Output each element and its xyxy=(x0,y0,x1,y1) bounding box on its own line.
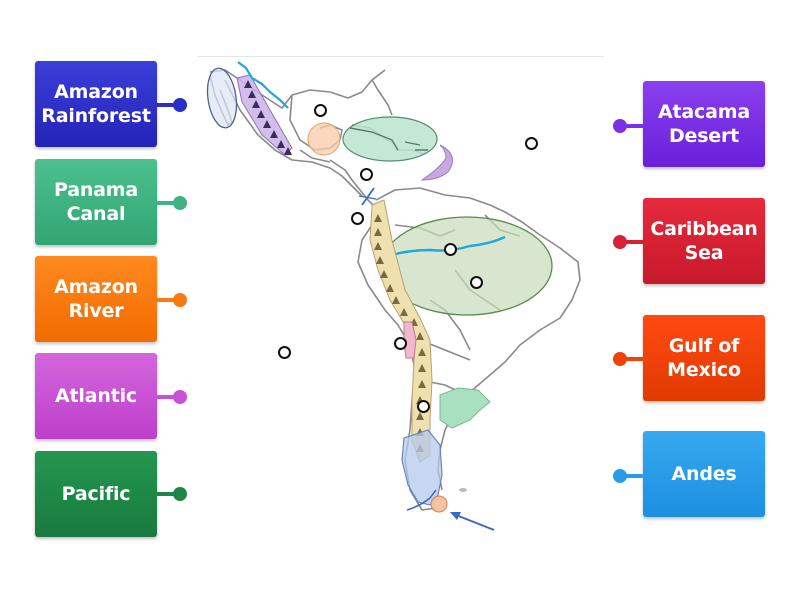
label-pacific[interactable]: Pacific xyxy=(35,451,157,537)
latin-america-map xyxy=(206,61,581,531)
label-text: Caribbean Sea xyxy=(650,218,758,264)
connector-dot xyxy=(613,235,627,249)
label-gulf-of-mexico[interactable]: Gulf of Mexico xyxy=(643,315,765,401)
drop-target-6[interactable] xyxy=(470,276,483,289)
label-amazon-river[interactable]: Amazon River xyxy=(35,256,157,342)
map-border xyxy=(197,56,604,57)
connector-dot xyxy=(613,352,627,366)
connector-line xyxy=(157,298,177,302)
connector-line xyxy=(623,240,643,244)
label-text: Amazon River xyxy=(54,276,138,322)
label-text: Atlantic xyxy=(55,385,137,407)
drop-target-7[interactable] xyxy=(278,346,291,359)
drop-target-2[interactable] xyxy=(525,137,538,150)
connector-line xyxy=(157,492,177,496)
connector-line xyxy=(157,201,177,205)
label-text: Andes xyxy=(671,463,737,485)
label-atacama-desert[interactable]: Atacama Desert xyxy=(643,81,765,167)
drop-target-5[interactable] xyxy=(444,243,457,256)
connector-dot xyxy=(173,293,187,307)
connector-line xyxy=(157,103,177,107)
connector-dot xyxy=(173,98,187,112)
label-caribbean-sea[interactable]: Caribbean Sea xyxy=(643,198,765,284)
label-amazon-rainforest[interactable]: Amazon Rainforest xyxy=(35,61,157,147)
label-text: Panama Canal xyxy=(53,179,138,225)
drop-target-8[interactable] xyxy=(394,337,407,350)
label-panama-canal[interactable]: Panama Canal xyxy=(35,159,157,245)
label-text: Pacific xyxy=(61,483,131,505)
connector-dot xyxy=(613,469,627,483)
connector-dot xyxy=(173,390,187,404)
label-text: Gulf of Mexico xyxy=(667,335,741,381)
connector-dot xyxy=(173,487,187,501)
label-text: Atacama Desert xyxy=(658,101,750,147)
drop-target-4[interactable] xyxy=(351,212,364,225)
label-text: Amazon Rainforest xyxy=(41,81,151,127)
connector-dot xyxy=(613,119,627,133)
label-andes[interactable]: Andes xyxy=(643,431,765,517)
connector-dot xyxy=(173,196,187,210)
connector-line xyxy=(623,474,643,478)
connector-line xyxy=(623,124,643,128)
connector-line xyxy=(157,395,177,399)
drop-target-9[interactable] xyxy=(417,400,430,413)
label-atlantic[interactable]: Atlantic xyxy=(35,353,157,439)
connector-line xyxy=(623,357,643,361)
drop-target-3[interactable] xyxy=(360,168,373,181)
drop-target-1[interactable] xyxy=(314,104,327,117)
